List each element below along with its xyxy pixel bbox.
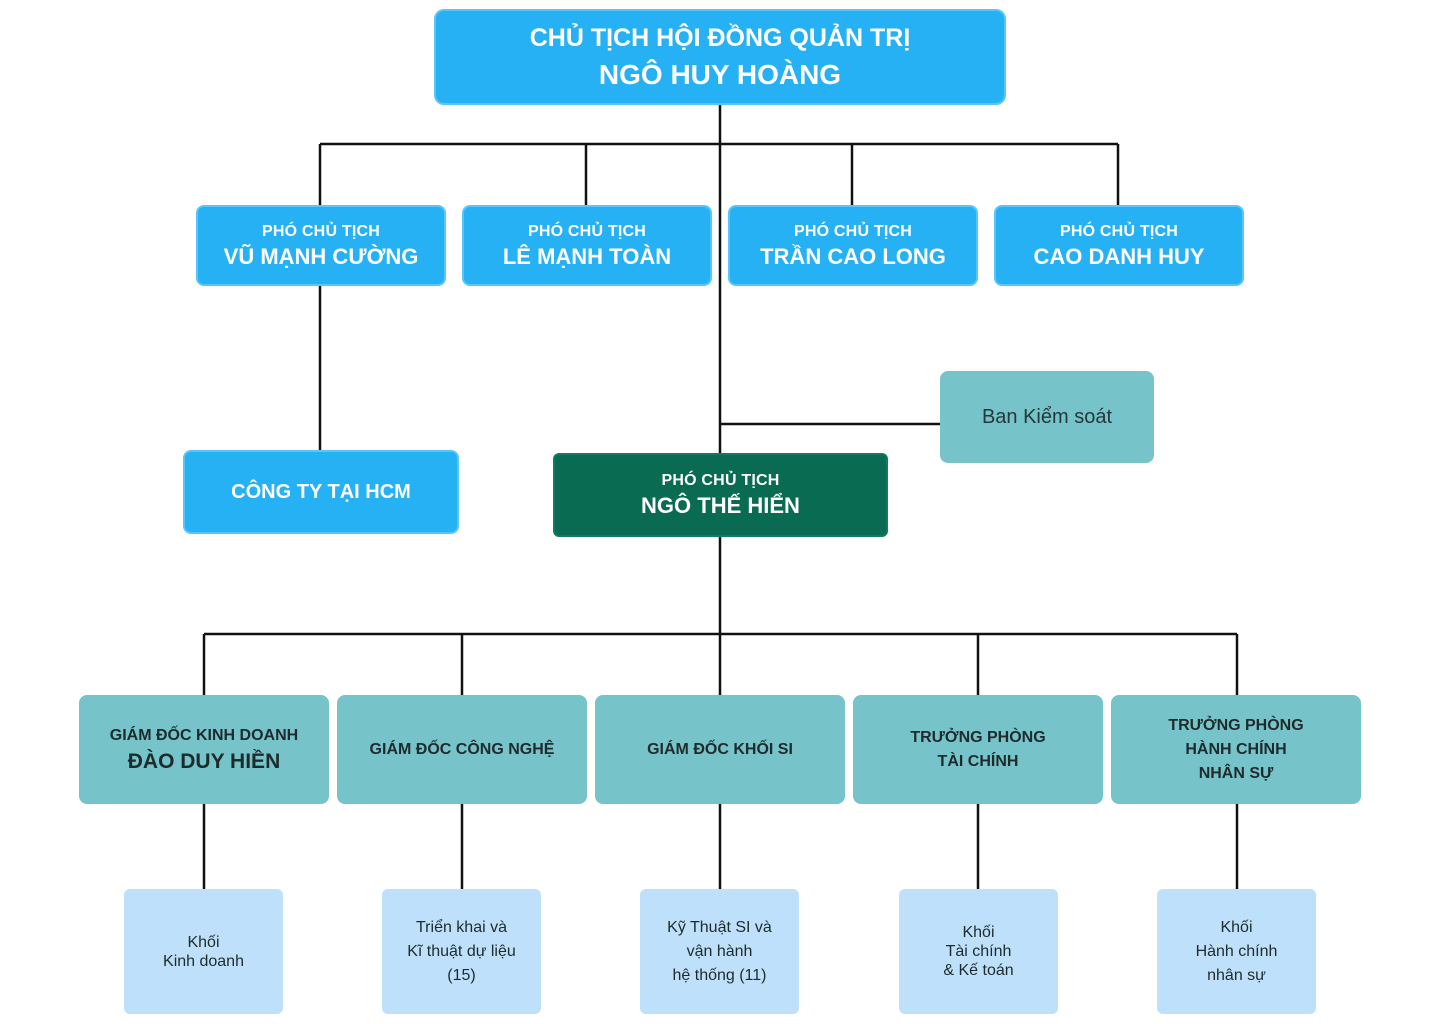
unit-label-line: nhân sự bbox=[1207, 966, 1266, 984]
unit-label-line: Hành chính bbox=[1195, 942, 1278, 960]
director-title-line: HÀNH CHÍNH bbox=[1185, 740, 1287, 758]
director-title-line: TRƯỞNG PHÒNG bbox=[1168, 716, 1304, 734]
director-box-si: GIÁM ĐỐC KHỐI SI bbox=[595, 695, 845, 804]
unit-label-line: Kỹ Thuật SI và bbox=[667, 918, 772, 936]
executive-title: PHÓ CHỦ TỊCH bbox=[661, 472, 780, 489]
unit-label-line: & Kế toán bbox=[943, 962, 1014, 979]
unit-label-line: Tài chính bbox=[945, 943, 1012, 960]
vice-chair-box-2: PHÓ CHỦ TỊCH LÊ MẠNH TOÀN bbox=[462, 205, 712, 286]
director-box-finance: TRƯỞNG PHÒNG TÀI CHÍNH bbox=[853, 695, 1103, 804]
unit-label-line: vận hành bbox=[686, 942, 753, 960]
control-board-box: Ban Kiểm soát bbox=[940, 371, 1154, 463]
vice-chair-name: LÊ MẠNH TOÀN bbox=[502, 243, 672, 269]
vice-chair-box-4: PHÓ CHỦ TỊCH CAO DANH HUY bbox=[994, 205, 1244, 286]
chairman-name: NGÔ HUY HOÀNG bbox=[598, 59, 842, 90]
vice-chair-name: CAO DANH HUY bbox=[1033, 243, 1205, 269]
unit-label-line: Triển khai và bbox=[416, 918, 507, 936]
control-board-label: Ban Kiểm soát bbox=[981, 406, 1113, 428]
chairman-box: CHỦ TỊCH HỘI ĐỒNG QUẢN TRỊ NGÔ HUY HOÀNG bbox=[434, 9, 1006, 105]
vice-chair-box-1: PHÓ CHỦ TỊCH VŨ MẠNH CƯỜNG bbox=[196, 205, 446, 286]
unit-box-finance: Khối Tài chính & Kế toán bbox=[899, 889, 1058, 1014]
chairman-title: CHỦ TỊCH HỘI ĐỒNG QUẢN TRỊ bbox=[529, 24, 911, 52]
unit-label-line: hệ thống (11) bbox=[672, 966, 767, 984]
director-title-line: TRƯỞNG PHÒNG bbox=[910, 728, 1046, 746]
unit-label-line: Khối bbox=[1220, 918, 1253, 936]
vice-chair-box-3: PHÓ CHỦ TỊCH TRẦN CAO LONG bbox=[728, 205, 978, 286]
director-name: ĐÀO DUY HIỀN bbox=[127, 749, 281, 773]
unit-label-line: (15) bbox=[447, 966, 476, 984]
executive-name: NGÔ THẾ HIỂN bbox=[641, 493, 800, 518]
vice-chair-title: PHÓ CHỦ TỊCH bbox=[262, 222, 380, 240]
vice-chair-title: PHÓ CHỦ TỊCH bbox=[528, 222, 646, 240]
vice-chair-title: PHÓ CHỦ TỊCH bbox=[1060, 222, 1178, 240]
unit-box-data-engineering: Triển khai và Kĩ thuật dự liệu (15) bbox=[382, 889, 541, 1014]
director-box-technology: GIÁM ĐỐC CÔNG NGHỆ bbox=[337, 695, 587, 804]
director-title: GIÁM ĐỐC CÔNG NGHỆ bbox=[369, 740, 555, 758]
vice-chair-name: VŨ MẠNH CƯỜNG bbox=[223, 243, 419, 269]
unit-box-hr: Khối Hành chính nhân sự bbox=[1157, 889, 1316, 1014]
executive-box: PHÓ CHỦ TỊCH NGÔ THẾ HIỂN bbox=[553, 453, 888, 537]
director-title: GIÁM ĐỐC KINH DOANH bbox=[109, 726, 299, 744]
director-title-line: TÀI CHÍNH bbox=[937, 752, 1019, 770]
unit-label-line: Khối bbox=[962, 924, 995, 941]
unit-box-si-operations: Kỹ Thuật SI và vận hành hệ thống (11) bbox=[640, 889, 799, 1014]
unit-label-line: Kĩ thuật dự liệu bbox=[407, 942, 516, 960]
director-title-line: NHÂN SỰ bbox=[1198, 764, 1274, 782]
vice-chair-title: PHÓ CHỦ TỊCH bbox=[794, 222, 912, 240]
unit-box-sales: Khối Kinh doanh bbox=[124, 889, 283, 1014]
director-title: GIÁM ĐỐC KHỐI SI bbox=[647, 740, 793, 758]
hcm-company-box: CÔNG TY TẠI HCM bbox=[183, 450, 459, 534]
unit-label-line: Kinh doanh bbox=[163, 952, 244, 970]
director-box-hr: TRƯỞNG PHÒNG HÀNH CHÍNH NHÂN SỰ bbox=[1111, 695, 1361, 804]
director-box-sales: GIÁM ĐỐC KINH DOANH ĐÀO DUY HIỀN bbox=[79, 695, 329, 804]
vice-chair-name: TRẦN CAO LONG bbox=[760, 243, 946, 269]
hcm-company-label: CÔNG TY TẠI HCM bbox=[231, 481, 411, 503]
unit-label-line: Khối bbox=[187, 933, 220, 951]
